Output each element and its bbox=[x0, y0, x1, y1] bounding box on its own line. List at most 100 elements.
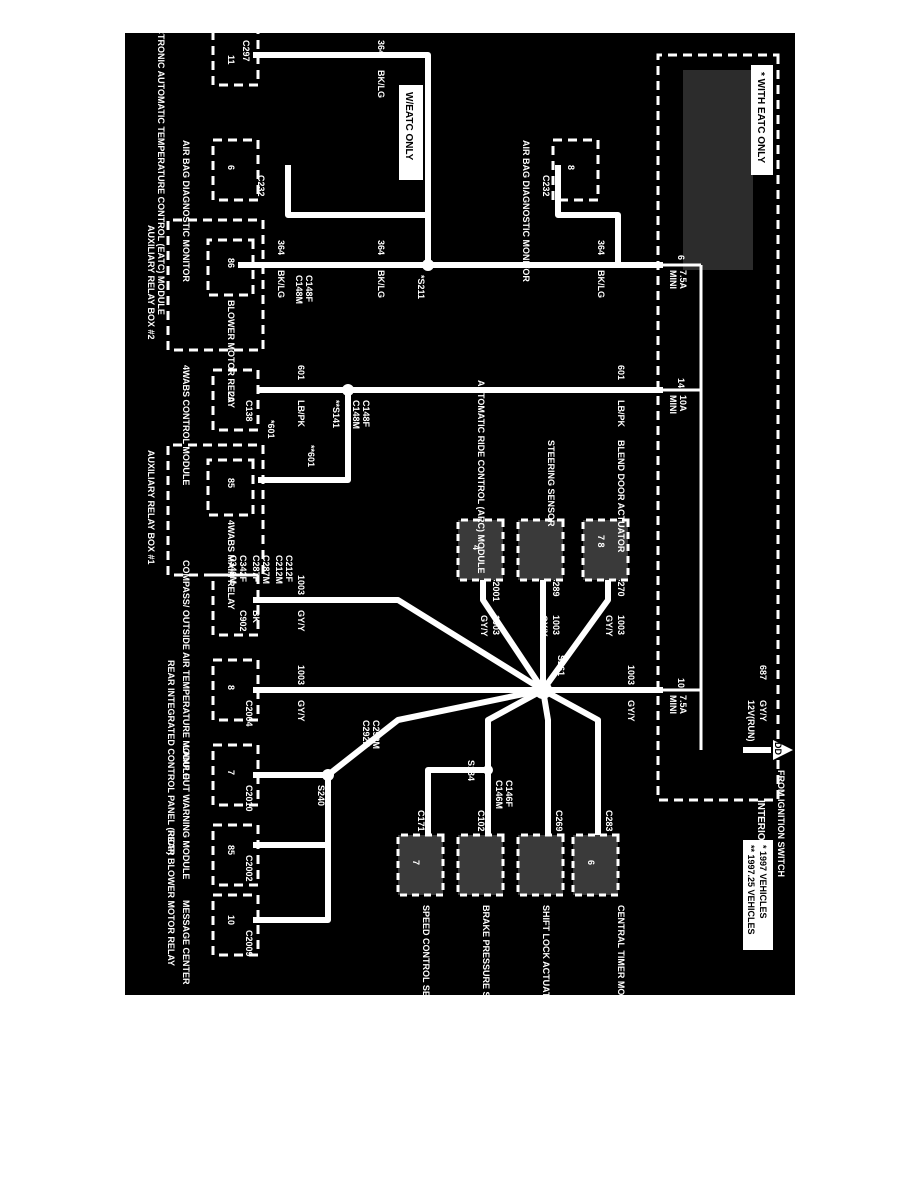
label-c212m: C212M bbox=[274, 555, 284, 584]
fuse-10-type: MINI bbox=[668, 695, 678, 714]
speed-label: SPEED CONTROL SERVO/ AMPLIFIER ASSEMBLY bbox=[421, 905, 431, 1121]
label-s601: *601 bbox=[266, 420, 276, 439]
msg-pin: 10 bbox=[226, 915, 236, 925]
label-s211: *S211 bbox=[416, 275, 426, 299]
label-run: 12V(RUN) bbox=[746, 700, 756, 742]
label-364-a: 364 bbox=[596, 240, 606, 255]
blend-label: BLEND DOOR ACTUATOR bbox=[616, 440, 626, 553]
gem-box bbox=[571, 833, 620, 897]
label-c297: C297 bbox=[241, 40, 251, 62]
wire-364-airbag-l bbox=[285, 165, 431, 265]
label-c283: C283 bbox=[604, 810, 614, 832]
rear-blower-box bbox=[211, 823, 260, 887]
fuse-panel-shade bbox=[683, 70, 753, 270]
label-bklg-c: BK/LG bbox=[276, 270, 286, 298]
ricp-box bbox=[211, 658, 260, 722]
label-s141: **S141 bbox=[331, 400, 341, 428]
gem-label: CENTRAL TIMER MODULE (CTM) /GENERIC ELEC… bbox=[616, 905, 626, 1188]
lamp-pin: 7 bbox=[226, 770, 236, 775]
wire-1003-s134 bbox=[485, 687, 545, 770]
fuse-6-rating: 7.5A bbox=[678, 270, 688, 290]
label-gyy-687: GY/Y bbox=[758, 700, 768, 722]
label-s240: S240 bbox=[316, 785, 326, 806]
rear-blower-label: REAR BLOWER MOTOR RELAY bbox=[166, 830, 176, 966]
wire-1003-speed bbox=[425, 767, 488, 835]
fuse-14-rating: 10A bbox=[678, 395, 688, 412]
aux1-label: AUXILIARY RELAY BOX #1 bbox=[146, 450, 156, 565]
label-c148m-b: C148M bbox=[351, 400, 361, 429]
label-c342f: C342F bbox=[238, 555, 248, 583]
label-c292f: C292F bbox=[361, 720, 371, 748]
label-bk: BK bbox=[251, 610, 261, 623]
eatc-label: ELECTRONIC AUTOMATIC TEMPERATURE CONTROL… bbox=[156, 10, 166, 315]
fuse-10-rating: 7.5A bbox=[678, 695, 688, 715]
airbag-right-pin: 8 bbox=[566, 165, 576, 170]
airbag-monitor-right-box bbox=[551, 138, 600, 202]
airbag-monitor-left-box bbox=[211, 138, 260, 202]
label-gyy-compass: GY/Y bbox=[296, 610, 306, 632]
label-1003-ricp: 1003 bbox=[296, 665, 306, 685]
label-c287f: C287F bbox=[251, 555, 261, 583]
wire-1003-blend bbox=[540, 580, 611, 692]
abs-relay-pin: 85 bbox=[226, 478, 236, 488]
wire-364-airbag-r bbox=[555, 165, 621, 265]
steering-sensor-box bbox=[516, 518, 565, 582]
label-c270: C270 bbox=[616, 575, 626, 597]
ricp-pin: 8 bbox=[226, 685, 236, 690]
abs-control-box bbox=[211, 368, 260, 432]
label-gyy-ricp: GY/Y bbox=[296, 700, 306, 722]
ignition-source-icon bbox=[773, 740, 793, 760]
splice-s211 bbox=[422, 259, 434, 271]
label-1003-top: 1003 bbox=[626, 665, 636, 685]
label-c2004: C2004 bbox=[244, 700, 254, 727]
label-bklg-b: BK/LG bbox=[376, 270, 386, 298]
speed-pin: 7 bbox=[411, 860, 421, 865]
fuse-10-number: 10 bbox=[676, 678, 686, 688]
wire-1003-msg bbox=[253, 775, 331, 923]
label-c269: C269 bbox=[554, 810, 564, 832]
airbag-left-pin: 6 bbox=[226, 165, 236, 170]
wire-364-eatc bbox=[253, 52, 431, 265]
label-c902: C902 bbox=[238, 610, 248, 632]
shift-lock-box bbox=[516, 833, 565, 897]
speed-control-box bbox=[396, 833, 445, 897]
fuse-panel-box bbox=[656, 53, 780, 802]
label-601-b: 601 bbox=[296, 365, 306, 380]
fuse-6-type: MINI bbox=[668, 270, 678, 289]
label-1003-compass: 1003 bbox=[296, 575, 306, 595]
label-c148m-a: C148M bbox=[294, 275, 304, 304]
legend-1997-25: ** 1997.25 VEHICLES bbox=[746, 845, 756, 935]
legend-1997: * 1997 VEHICLES bbox=[758, 845, 768, 919]
label-c212f: C212F bbox=[284, 555, 294, 583]
arc-label: AUTOMATIC RIDE CONTROL (ARC) MODULE bbox=[476, 380, 486, 574]
label-c171: C171 bbox=[416, 810, 426, 832]
abs-ctrl-pin: 20 bbox=[226, 392, 236, 402]
blower-pin: 86 bbox=[226, 258, 236, 268]
label-c2010: C2010 bbox=[244, 785, 254, 812]
wire-1003-gem bbox=[541, 687, 601, 835]
wire-1003-compass bbox=[253, 597, 545, 693]
label-gyy-steering: GY/Y bbox=[539, 615, 549, 637]
aux-relay-box1 bbox=[166, 443, 265, 577]
blend-door-box bbox=[581, 518, 630, 582]
label-bklg-d: BK/LG bbox=[376, 70, 386, 98]
label-c2009: C2009 bbox=[244, 930, 254, 957]
brake-label: BRAKE PRESSURE SWITCH bbox=[481, 905, 491, 1027]
blend-pin: 7 8 bbox=[596, 535, 606, 548]
label-601-a: 601 bbox=[616, 365, 626, 380]
fuse-14-number: 14 bbox=[676, 378, 686, 388]
weatc-only-box bbox=[399, 85, 423, 180]
brake-switch-box bbox=[456, 833, 505, 897]
arc-module-box bbox=[456, 518, 505, 582]
label-364-d: 364 bbox=[376, 40, 386, 55]
lamp-out-box bbox=[211, 743, 260, 807]
ricp-label: REAR INTEGRATED CONTROL PANEL (RICP) bbox=[166, 660, 176, 855]
eatc-pin: 11 bbox=[226, 55, 236, 65]
abs-ctrl-label: 4WABS CONTROL MODULE bbox=[181, 365, 191, 485]
eatc-only-note: * WITH EATC ONLY bbox=[755, 72, 766, 163]
label-c292m: C292M bbox=[371, 720, 381, 749]
label-c138: C138 bbox=[244, 400, 254, 422]
lamp-label: LAMP OUT WARNING MODULE bbox=[181, 745, 191, 879]
blower-label: BLOWER MOTOR RELAY bbox=[226, 300, 236, 408]
